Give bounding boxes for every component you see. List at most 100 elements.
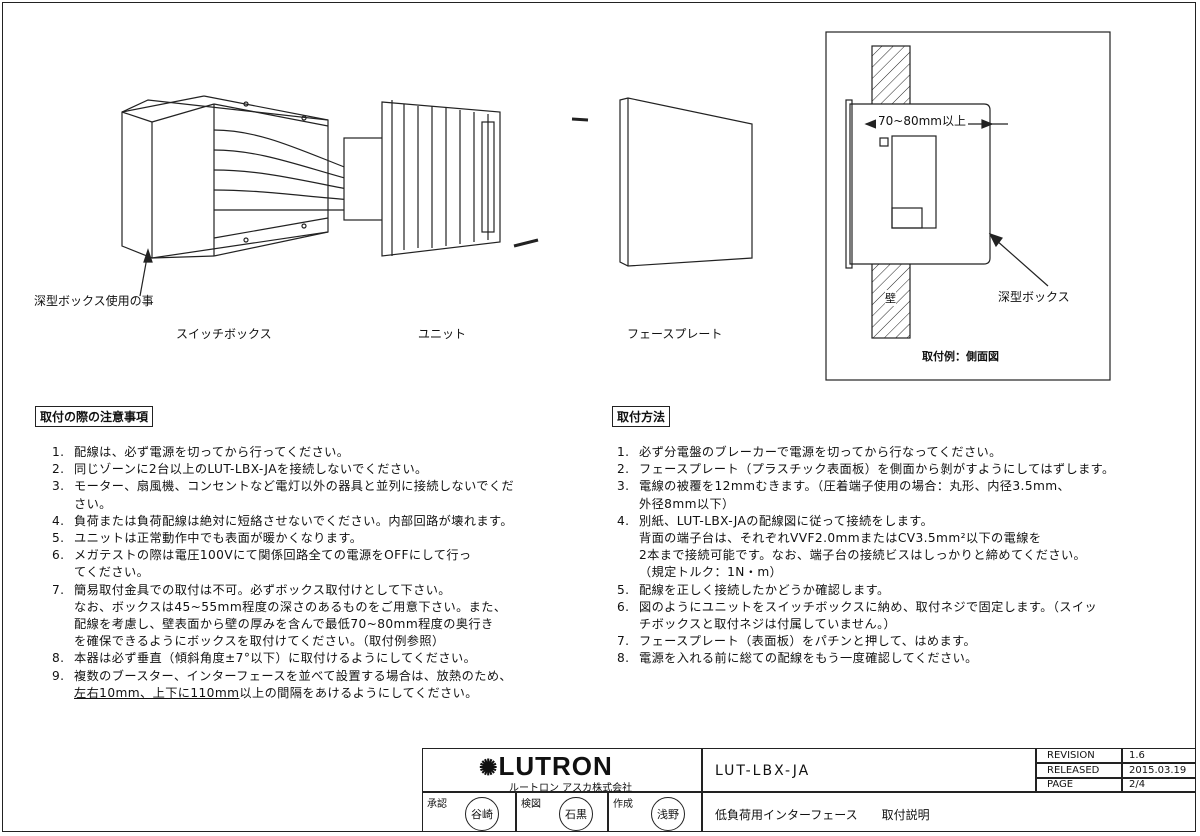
precautions-list: 1. 配線は、必ず電源を切ってから行ってください。 2. 同じゾーンに2台以上のLUT… [52,444,552,702]
item-number: 5. [617,582,630,597]
dimension-label: 70~80mm以上 [876,112,968,129]
unit-caption: ユニット [418,327,467,341]
item-continuation: 2本まで接続可能です。なお、端子台の接続ビスはしっかりと締めてください。 [639,548,1087,563]
list-item: 8. 本器は必ず垂直（傾斜角度±7°以下）に取付けるようにしてください。 [52,650,552,667]
item-number: 6. [52,548,65,563]
item-text: フェースプレート（プラスチック表面板）を側面から剝がすようにしてはずします。 [639,462,1115,477]
item-number: 2. [617,462,630,477]
item-text: 図のようにユニットをスイッチボックスに納め、取付ネジで固定します。（スイッ [639,599,1098,614]
item-text: 配線は、必ず電源を切ってから行ってください。 [74,445,350,459]
list-item: 3. モーター、扇風機、コンセントなど電灯以外の器具と並列に接続しないでくだ [52,478,552,495]
item-number: 1. [52,445,65,459]
side-view-caption: 取付例：側面図 [922,350,999,363]
item-number: 9. [52,668,65,683]
screw-bottom [513,238,539,248]
item-text: 同じゾーンに2台以上のLUT-LBX-JAを接続しないでください。 [74,462,428,477]
installation-heading: 取付方法 [612,406,671,427]
item-number: 4. [617,513,630,528]
item-number: 7. [617,634,630,649]
item-continuation: 外径8mm以下） [639,496,735,511]
unit-drawing [343,100,501,257]
wall-label: 壁 [885,290,896,306]
list-item: 9.複数のブースター、インターフェースを並べて設置する場合は、放熱のため、 [52,668,552,685]
item-number: 5. [52,531,65,546]
checked-cell: 検図 石黒 [516,792,608,832]
exploded-view-drawing [121,31,1111,381]
item-number: 2. [52,462,65,477]
model-number: LUT-LBX-JA [715,763,811,779]
side-view-drawing [825,31,1111,381]
doc-title-cell: 低負荷用インターフェース 取付説明 [702,792,1196,832]
item-text: モーター、扇風機、コンセントなど電灯以外の器具と並列に接続しないでくだ [74,479,515,494]
item-number: 4. [52,513,65,528]
list-item: 2. フェースプレート（プラスチック表面板）を側面から剝がすようにしてはずします。 [617,461,1177,478]
drawn-label: 作成 [613,799,633,810]
spacing-requirement: 左右10mm、上下に110mm [74,685,240,700]
list-item: 4. 別紙、LUT-LBX-JAの配線図に従って接続をします。 [617,513,1177,530]
checked-label: 検図 [521,799,541,810]
item-text: ユニットは正常動作中でも表面が暖かくなります。 [74,531,363,546]
title-block: ✺LUTRON ルートロン アスカ株式会社 LUT-LBX-JA REVISIO… [422,748,1196,832]
item-number: 1. [617,445,630,459]
model-cell: LUT-LBX-JA [702,748,1036,792]
list-item: 3. 電線の被覆を12mmむきます。（圧着端子使用の場合：丸形、内径3.5mm、 [617,478,1177,495]
item-number: 3. [52,479,65,494]
item-text: 本器は必ず垂直（傾斜角度±7°以下）に取付けるようにしてください。 [74,651,477,666]
item-number: 6. [617,599,630,614]
item-text: 負荷または負荷配線は絶対に短絡させないでください。内部回路が壊れます。 [74,513,513,528]
approved-label: 承認 [427,799,447,810]
drawn-cell: 作成 浅野 [608,792,702,832]
lutron-logo: ✺LUTRON [479,751,613,781]
list-item: 7. 簡易取付金具での取付は不可。必ずボックス取付けとして下さい。 [52,582,552,599]
item-text: 電源を入れる前に総ての配線をもう一度確認してください。 [639,651,978,666]
released-label: RELEASED [1047,765,1100,776]
doc-title: 低負荷用インターフェース 取付説明 [715,808,930,822]
item-text: 電線の被覆を12mmむきます。（圧着端子使用の場合：丸形、内径3.5mm、 [639,479,1071,494]
list-item: 6. メガテストの際は電圧100Vにて関係回路全ての電源をOFFにして行っ [52,547,552,564]
item-text: メガテストの際は電圧100Vにて関係回路全ての電源をOFFにして行っ [74,548,472,563]
item-continuation: 背面の端子台は、それぞれVVF2.0mmまたはCV3.5mm²以下の電線を [639,531,1042,546]
item-continuation: 配線を考慮し、壁表面から壁の厚みを含んで最低70~80mm程度の奥行き [74,617,494,632]
sun-icon: ✺ [479,755,499,780]
list-item: 1. 配線は、必ず電源を切ってから行ってください。 [52,444,552,461]
revision-label: REVISION [1047,750,1095,761]
item-text: 別紙、LUT-LBX-JAの配線図に従って接続をします。 [639,513,934,528]
item-continuation: 左右10mm、上下に110mm以上の間隔をあけるようにしてください。 [52,685,552,702]
approved-cell: 承認 谷崎 [422,792,516,832]
item-continuation: （規定トルク：1N・m） [639,565,783,580]
drawn-stamp: 浅野 [651,797,685,831]
item-text: 必ず分電盤のブレーカーで電源を切ってから行なってください。 [639,445,1002,459]
switch-box-drawing [121,95,353,259]
list-item: 2. 同じゾーンに2台以上のLUT-LBX-JAを接続しないでください。 [52,461,552,478]
released-value: 2015.03.19 [1129,765,1187,776]
face-plate-caption: フェースプレート [627,327,723,341]
item-continuation: を確保できるようにボックスを取付けてください。（取付例参照） [74,634,445,649]
installation-list: 1. 必ず分電盤のブレーカーで電源を切ってから行なってください。 2. フェースプレー… [617,444,1177,668]
item-number: 7. [52,582,65,597]
item-text: フェースプレート（表面板）をパチンと押して、はめます。 [639,634,977,649]
spacing-requirement-rest: 以上の間隔をあけるようにしてください。 [239,685,478,700]
list-item: 5. ユニットは正常動作中でも表面が暖かくなります。 [52,530,552,547]
item-continuation: なお、ボックスは45~55mm程度の深さのあるものをご用意下さい。また、 [74,599,507,614]
item-text: 簡易取付金具での取付は不可。必ずボックス取付けとして下さい。 [74,582,451,597]
item-continuation: てください。 [74,565,150,580]
screw-top [571,117,589,122]
approved-stamp: 谷崎 [465,797,499,831]
face-plate-drawing [619,97,753,267]
logo-cell: ✺LUTRON ルートロン アスカ株式会社 [422,748,702,794]
company-name: ルートロン アスカ株式会社 [509,783,633,794]
item-text: 配線を正しく接続したかどうか確認します。 [639,582,890,597]
item-number: 8. [52,651,65,666]
list-item: 8.電源を入れる前に総ての配線をもう一度確認してください。 [617,650,1177,667]
list-item: 5. 配線を正しく接続したかどうか確認します。 [617,582,1177,599]
item-continuation: チボックスと取付ネジは付属していません。） [639,617,897,632]
list-item: 7. フェースプレート（表面板）をパチンと押して、はめます。 [617,633,1177,650]
item-continuation: さい。 [74,496,112,511]
list-item: 6. 図のようにユニットをスイッチボックスに納め、取付ネジで固定します。（スイッ [617,599,1177,616]
revision-value: 1.6 [1129,750,1145,761]
list-item: 4. 負荷または負荷配線は絶対に短絡させないでください。内部回路が壊れます。 [52,513,552,530]
item-number: 3. [617,479,630,494]
precautions-heading: 取付の際の注意事項 [35,406,154,427]
switch-box-caption: スイッチボックス [176,327,272,341]
list-item: 1. 必ず分電盤のブレーカーで電源を切ってから行なってください。 [617,444,1177,461]
